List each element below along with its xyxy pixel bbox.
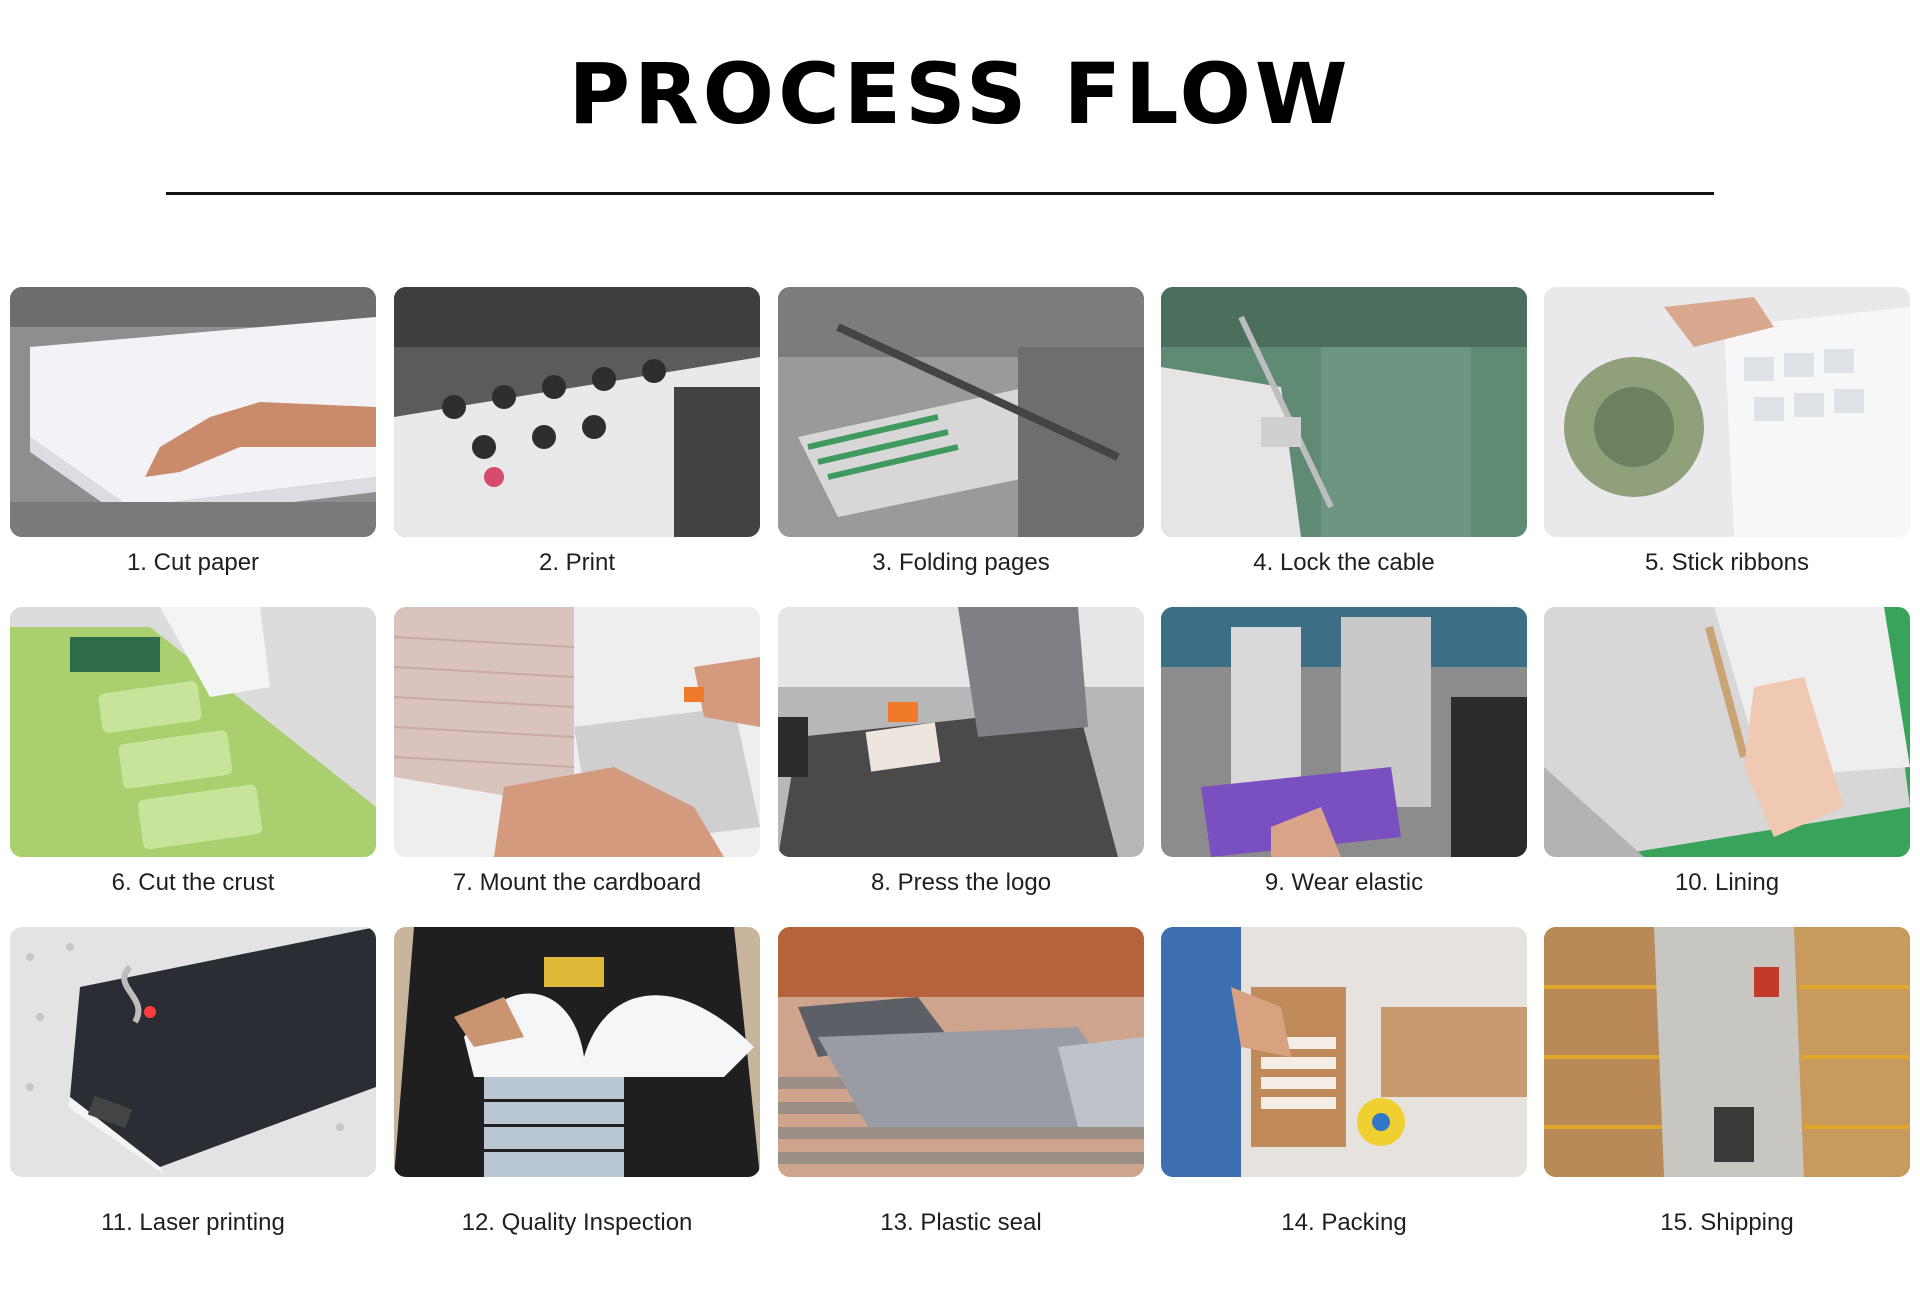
inspection-photo xyxy=(394,927,760,1177)
cover-cutting-photo xyxy=(10,607,376,857)
warehouse-photo xyxy=(1544,927,1910,1177)
lining-photo xyxy=(1544,607,1910,857)
step-card-13: 13. Plastic seal xyxy=(778,927,1144,1236)
printing-press-photo xyxy=(394,287,760,537)
step-label: 5. Stick ribbons xyxy=(1644,549,1810,576)
step-label: 4. Lock the cable xyxy=(1253,549,1435,576)
step-label: 13. Plastic seal xyxy=(880,1209,1042,1236)
step-label: 12. Quality Inspection xyxy=(461,1209,693,1236)
step-card-7: 7. Mount the cardboard xyxy=(394,607,760,896)
shrink-wrap-photo xyxy=(778,927,1144,1177)
step-card-9: 9. Wear elastic xyxy=(1161,607,1527,896)
logo-press-photo xyxy=(778,607,1144,857)
folding-machine-photo xyxy=(778,287,1144,537)
step-label: 8. Press the logo xyxy=(870,869,1052,896)
sewing-machine-photo xyxy=(1161,287,1527,537)
step-label: 6. Cut the crust xyxy=(111,869,275,896)
step-card-8: 8. Press the logo xyxy=(778,607,1144,896)
step-card-15: 15. Shipping xyxy=(1544,927,1910,1236)
ribbon-photo xyxy=(1544,287,1910,537)
elastic-machine-photo xyxy=(1161,607,1527,857)
carton-packing-photo xyxy=(1161,927,1527,1177)
step-label: 3. Folding pages xyxy=(872,549,1050,576)
step-card-11: 11. Laser printing xyxy=(10,927,376,1236)
cardboard-stack-photo xyxy=(394,607,760,857)
step-card-4: 4. Lock the cable xyxy=(1161,287,1527,576)
step-card-3: 3. Folding pages xyxy=(778,287,1144,576)
step-label: 7. Mount the cardboard xyxy=(452,869,702,896)
step-label: 1. Cut paper xyxy=(126,549,260,576)
title-divider xyxy=(166,192,1714,195)
step-card-6: 6. Cut the crust xyxy=(10,607,376,896)
step-label: 2. Print xyxy=(538,549,616,576)
step-card-10: 10. Lining xyxy=(1544,607,1910,896)
laser-notebook-photo xyxy=(10,927,376,1177)
step-label: 11. Laser printing xyxy=(101,1209,285,1236)
step-card-5: 5. Stick ribbons xyxy=(1544,287,1910,576)
step-label: 9. Wear elastic xyxy=(1264,869,1424,896)
step-label: 14. Packing xyxy=(1281,1209,1407,1236)
step-card-2: 2. Print xyxy=(394,287,760,576)
step-card-14: 14. Packing xyxy=(1161,927,1527,1236)
paper-stack-photo xyxy=(10,287,376,537)
step-label: 10. Lining xyxy=(1674,869,1780,896)
step-label: 15. Shipping xyxy=(1660,1209,1794,1236)
step-card-12: 12. Quality Inspection xyxy=(394,927,760,1236)
page-title: PROCESS FLOW xyxy=(568,45,1352,143)
step-card-1: 1. Cut paper xyxy=(10,287,376,576)
